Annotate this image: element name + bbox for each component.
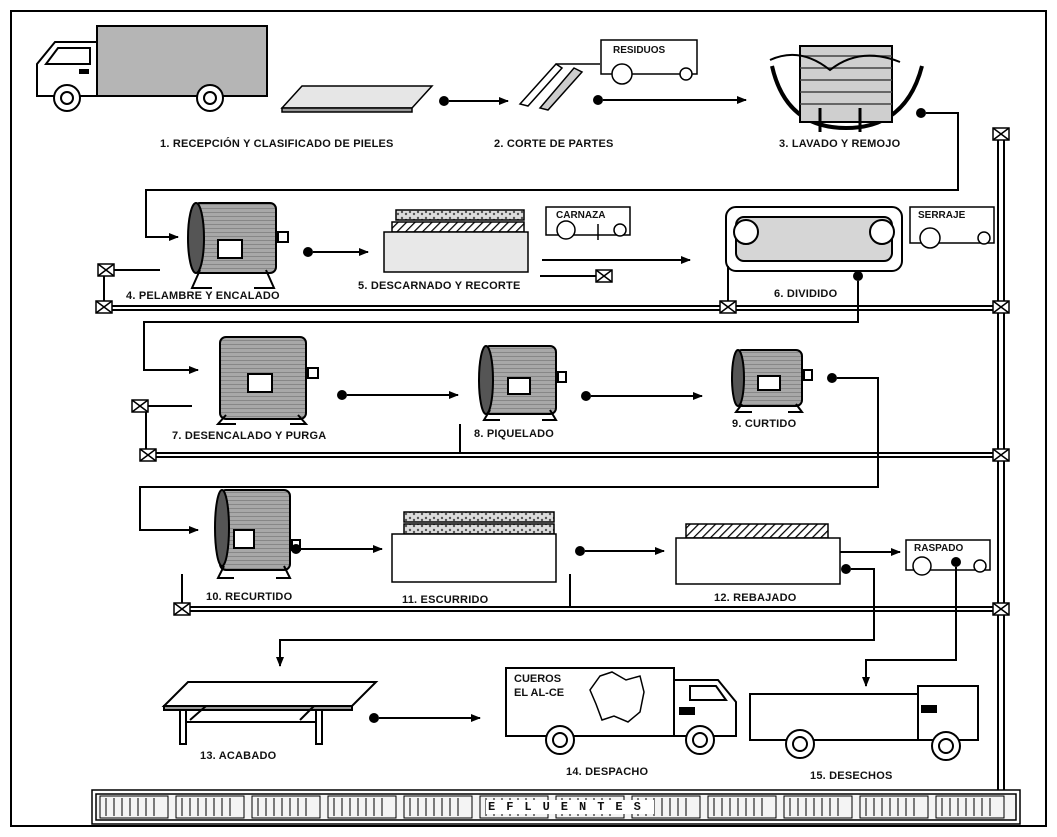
flow-dot — [369, 713, 379, 723]
step-3-label: 3. LAVADO Y REMOJO — [779, 138, 901, 150]
raspado-bin-label: RASPADO — [914, 543, 964, 554]
flow-dot — [303, 247, 313, 257]
shaving-machine — [675, 523, 841, 585]
step-1-label: 1. RECEPCIÓN Y CLASIFICADO DE PIELES — [160, 138, 394, 150]
grate-panel — [859, 795, 929, 819]
flow-dot — [951, 557, 961, 567]
flow-dot — [291, 544, 301, 554]
tanning-drum — [731, 349, 813, 413]
raspado-bin — [905, 539, 991, 576]
step-8-label: 8. PIQUELADO — [474, 428, 555, 440]
flow-connector — [276, 568, 875, 667]
grate-panel — [175, 795, 245, 819]
flow-dot — [853, 271, 863, 281]
flow-dot — [841, 564, 851, 574]
flow-connector — [143, 281, 859, 374]
step-14-label: 14. DESPACHO — [566, 766, 649, 778]
carnaza-bin — [545, 206, 631, 240]
splitting-machine — [725, 206, 903, 272]
liming-drum — [187, 202, 289, 289]
step-12-label: 12. REBAJADO — [714, 592, 797, 604]
grate-panel — [403, 795, 473, 819]
step-11-label: 11. ESCURRIDO — [402, 594, 489, 606]
pickling-drum — [478, 345, 567, 421]
deliming-drum — [215, 336, 319, 425]
flow-dot — [337, 390, 347, 400]
step-10-label: 10. RECURTIDO — [206, 591, 293, 603]
step-9-label: 9. CURTIDO — [732, 418, 797, 430]
soaking-tank — [769, 45, 924, 132]
step-2-label: 2. CORTE DE PARTES — [494, 138, 614, 150]
flow-dot — [439, 96, 449, 106]
grate-panel — [935, 795, 1005, 819]
flow-dot — [575, 546, 585, 556]
reception-truck — [36, 25, 268, 112]
flow-dot — [593, 95, 603, 105]
flow-connector — [139, 377, 879, 534]
step-6-label: 6. DIVIDIDO — [774, 288, 838, 300]
grate-panel — [783, 795, 853, 819]
residuos-bin — [600, 39, 698, 85]
retanning-drum — [214, 489, 301, 579]
waste-truck — [749, 685, 979, 761]
carnaza-bin-label: CARNAZA — [556, 210, 606, 221]
knife-icon — [518, 63, 600, 111]
grate-panel — [251, 795, 321, 819]
finishing-table — [161, 681, 379, 745]
grate-panel — [707, 795, 777, 819]
step-5-label: 5. DESCARNADO Y RECORTE — [358, 280, 521, 292]
flow-connector — [862, 567, 957, 687]
step-13-label: 13. ACABADO — [200, 750, 277, 762]
truck-brand-line1: CUEROS — [514, 673, 562, 685]
valve-icons — [95, 127, 1010, 616]
dispatch-truck — [505, 667, 737, 755]
step-7-label: 7. DESENCALADO Y PURGA — [172, 430, 327, 442]
flow-dot — [827, 373, 837, 383]
truck-brand-line2: EL AL-CE — [514, 687, 565, 699]
effluent-label: EFLUENTES — [486, 800, 654, 814]
hide-stack-icon — [280, 85, 434, 113]
flow-connector — [145, 112, 959, 241]
step-4-label: 4. PELAMBRE Y ENCALADO — [126, 290, 280, 302]
step-15-label: 15. DESECHOS — [810, 770, 893, 782]
flow-dot — [916, 108, 926, 118]
grate-panel — [99, 795, 169, 819]
grate-panel — [327, 795, 397, 819]
residuos-bin-label: RESIDUOS — [613, 45, 666, 56]
fleshing-machine — [383, 209, 529, 273]
sammying-machine — [391, 511, 557, 583]
flow-dot — [581, 391, 591, 401]
serraje-bin — [909, 206, 995, 249]
serraje-bin-label: SERRAJE — [918, 210, 966, 221]
